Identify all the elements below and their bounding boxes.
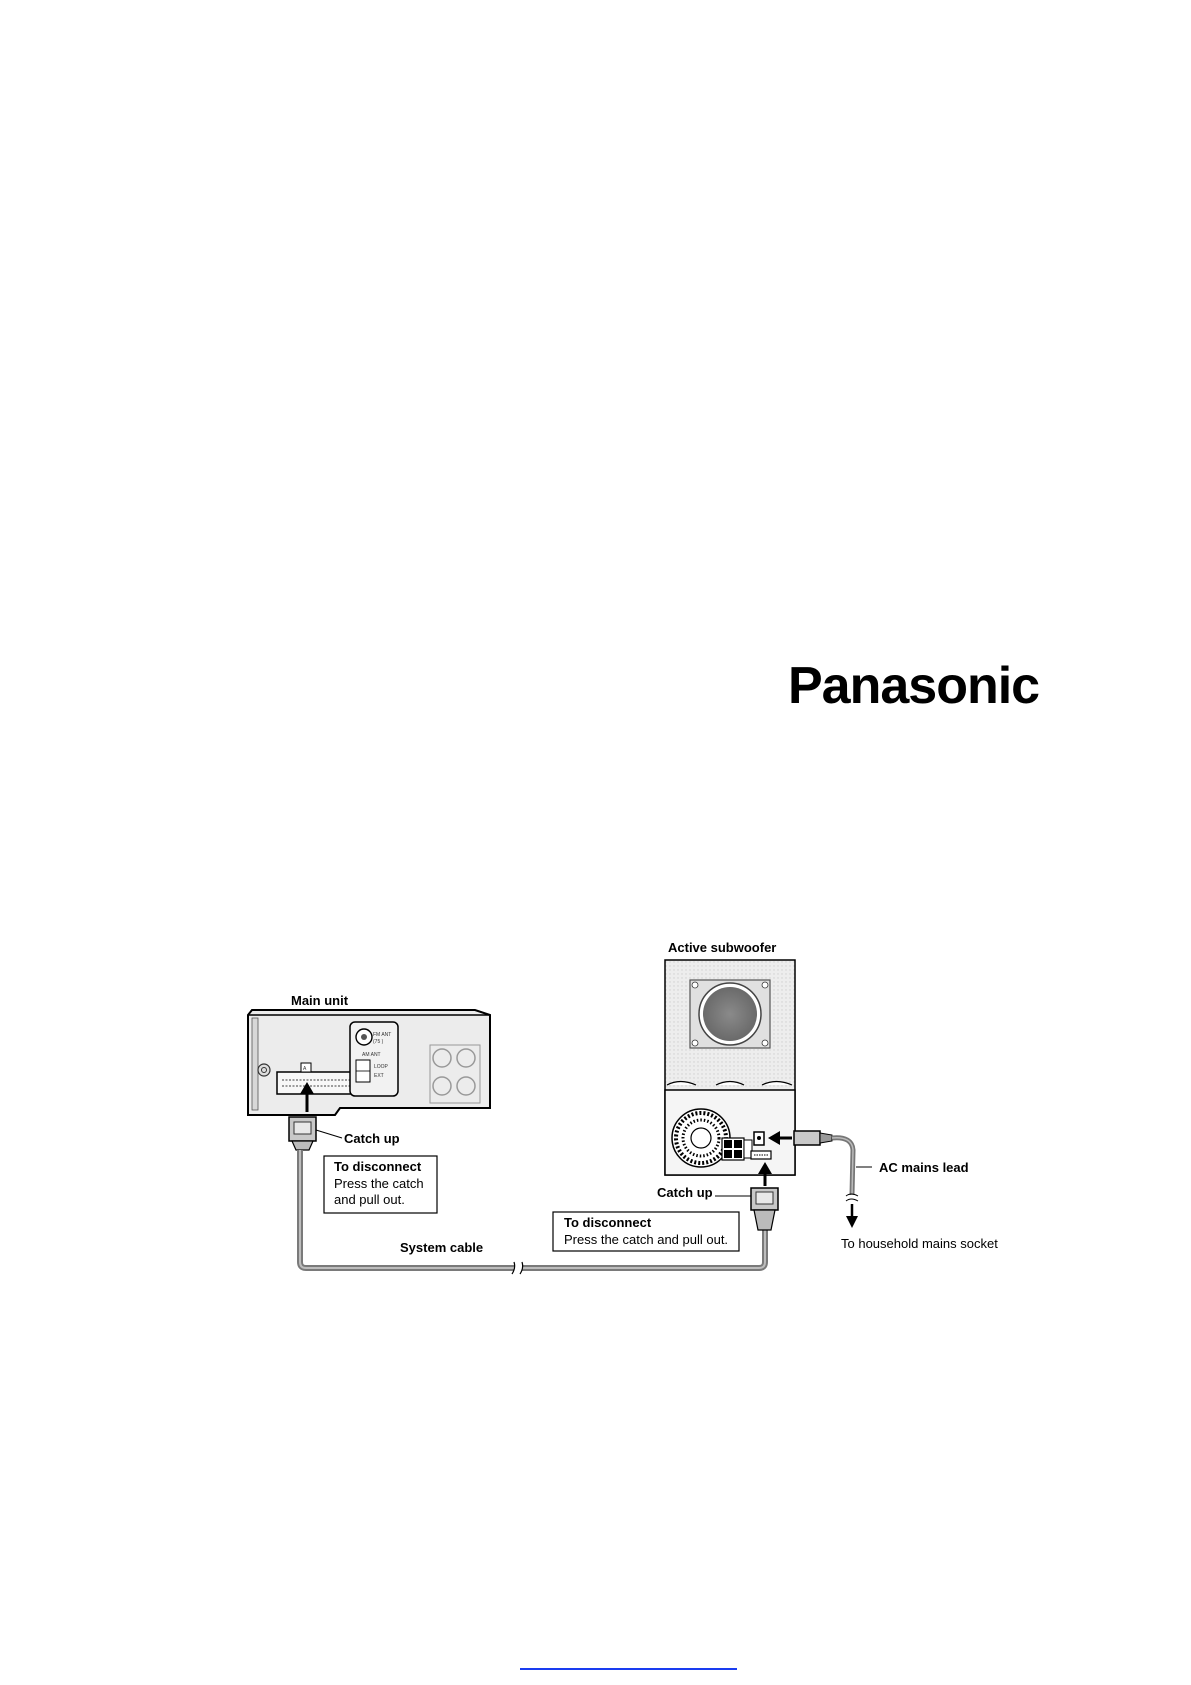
- subwoofer-label: Active subwoofer: [668, 940, 776, 955]
- fm-ant-label: FM ANT: [373, 1032, 391, 1038]
- catch-up-label-right: Catch up: [657, 1185, 713, 1200]
- ac-mains-lead-label: AC mains lead: [879, 1160, 969, 1175]
- am-ant-label: AM ANT: [362, 1052, 381, 1058]
- disconnect-line1-right: Press the catch and pull out.: [564, 1232, 728, 1247]
- cooling-fan-icon: [672, 1109, 730, 1167]
- main-unit-label: Main unit: [291, 993, 349, 1008]
- main-unit-rear-panel: A FM ANT (75 ) AM ANT LOOP EXT: [248, 1010, 490, 1115]
- disconnect-line1-left: Press the catch: [334, 1176, 424, 1191]
- loop-label: LOOP: [374, 1064, 389, 1070]
- system-cable-label: System cable: [400, 1240, 483, 1255]
- footer-link-underline[interactable]: [520, 1668, 737, 1670]
- catch-up-label-left: Catch up: [344, 1131, 400, 1146]
- ohm-label: (75 ): [373, 1039, 384, 1045]
- active-subwoofer: [665, 960, 795, 1175]
- antenna-terminal-panel: FM ANT (75 ) AM ANT LOOP EXT: [350, 1022, 398, 1096]
- screw-icon: [258, 1064, 270, 1076]
- speaker-cone-icon: [703, 987, 757, 1041]
- disconnect-line2-left: and pull out.: [334, 1192, 405, 1207]
- ac-mains-lead: [794, 1131, 872, 1228]
- speaker-terminals: [722, 1138, 752, 1160]
- system-cable-plug-left: [289, 1117, 342, 1150]
- mains-socket-label: To household mains socket: [841, 1236, 998, 1251]
- disconnect-title-left: To disconnect: [334, 1159, 422, 1174]
- disconnect-title-right: To disconnect: [564, 1215, 652, 1230]
- ext-label: EXT: [374, 1073, 384, 1079]
